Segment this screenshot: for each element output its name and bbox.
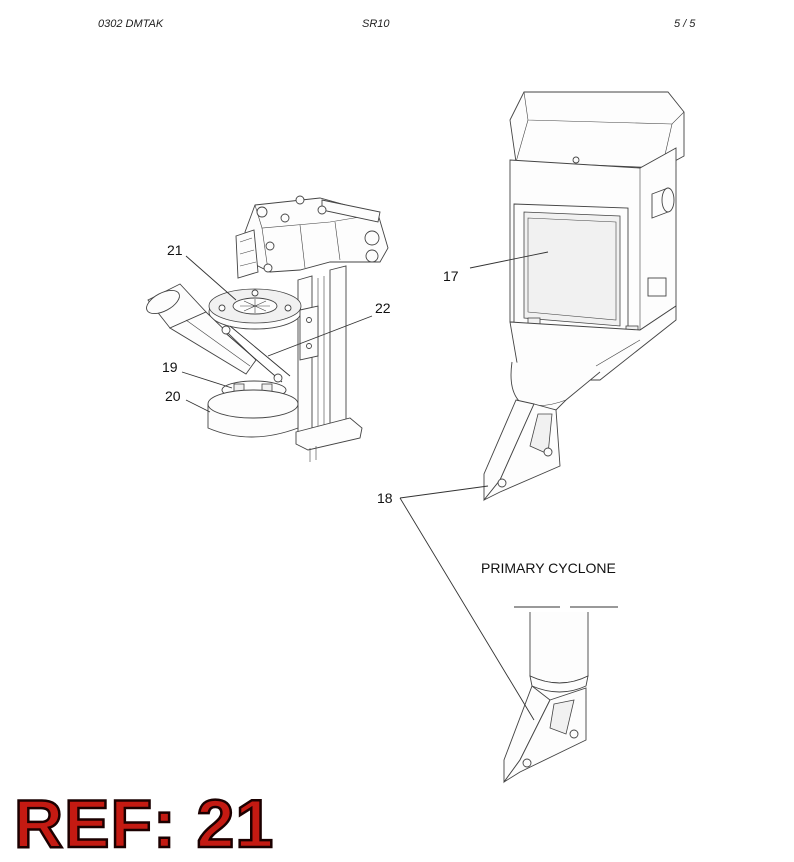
feeder-assembly — [146, 195, 389, 462]
callout-18: 18 — [377, 490, 393, 506]
header-model: SR10 — [362, 18, 390, 30]
callout-19: 19 — [162, 359, 178, 375]
cyclone-housing — [509, 91, 685, 411]
callout-20: 20 — [165, 388, 181, 404]
bracket-lower — [503, 606, 618, 784]
leader-lines-right — [399, 251, 549, 721]
callout-22: 22 — [375, 300, 391, 316]
bracket-upper — [483, 399, 561, 502]
callout-21: 21 — [167, 242, 183, 258]
ref-badge: REF: 21 — [13, 786, 275, 862]
leader-lines-left — [181, 255, 373, 413]
header-doc-code: 0302 DMTAK — [98, 18, 164, 30]
primary-cyclone-caption: PRIMARY CYCLONE — [481, 560, 616, 576]
header-page-number: 5 / 5 — [674, 18, 696, 30]
callout-17: 17 — [443, 268, 459, 284]
